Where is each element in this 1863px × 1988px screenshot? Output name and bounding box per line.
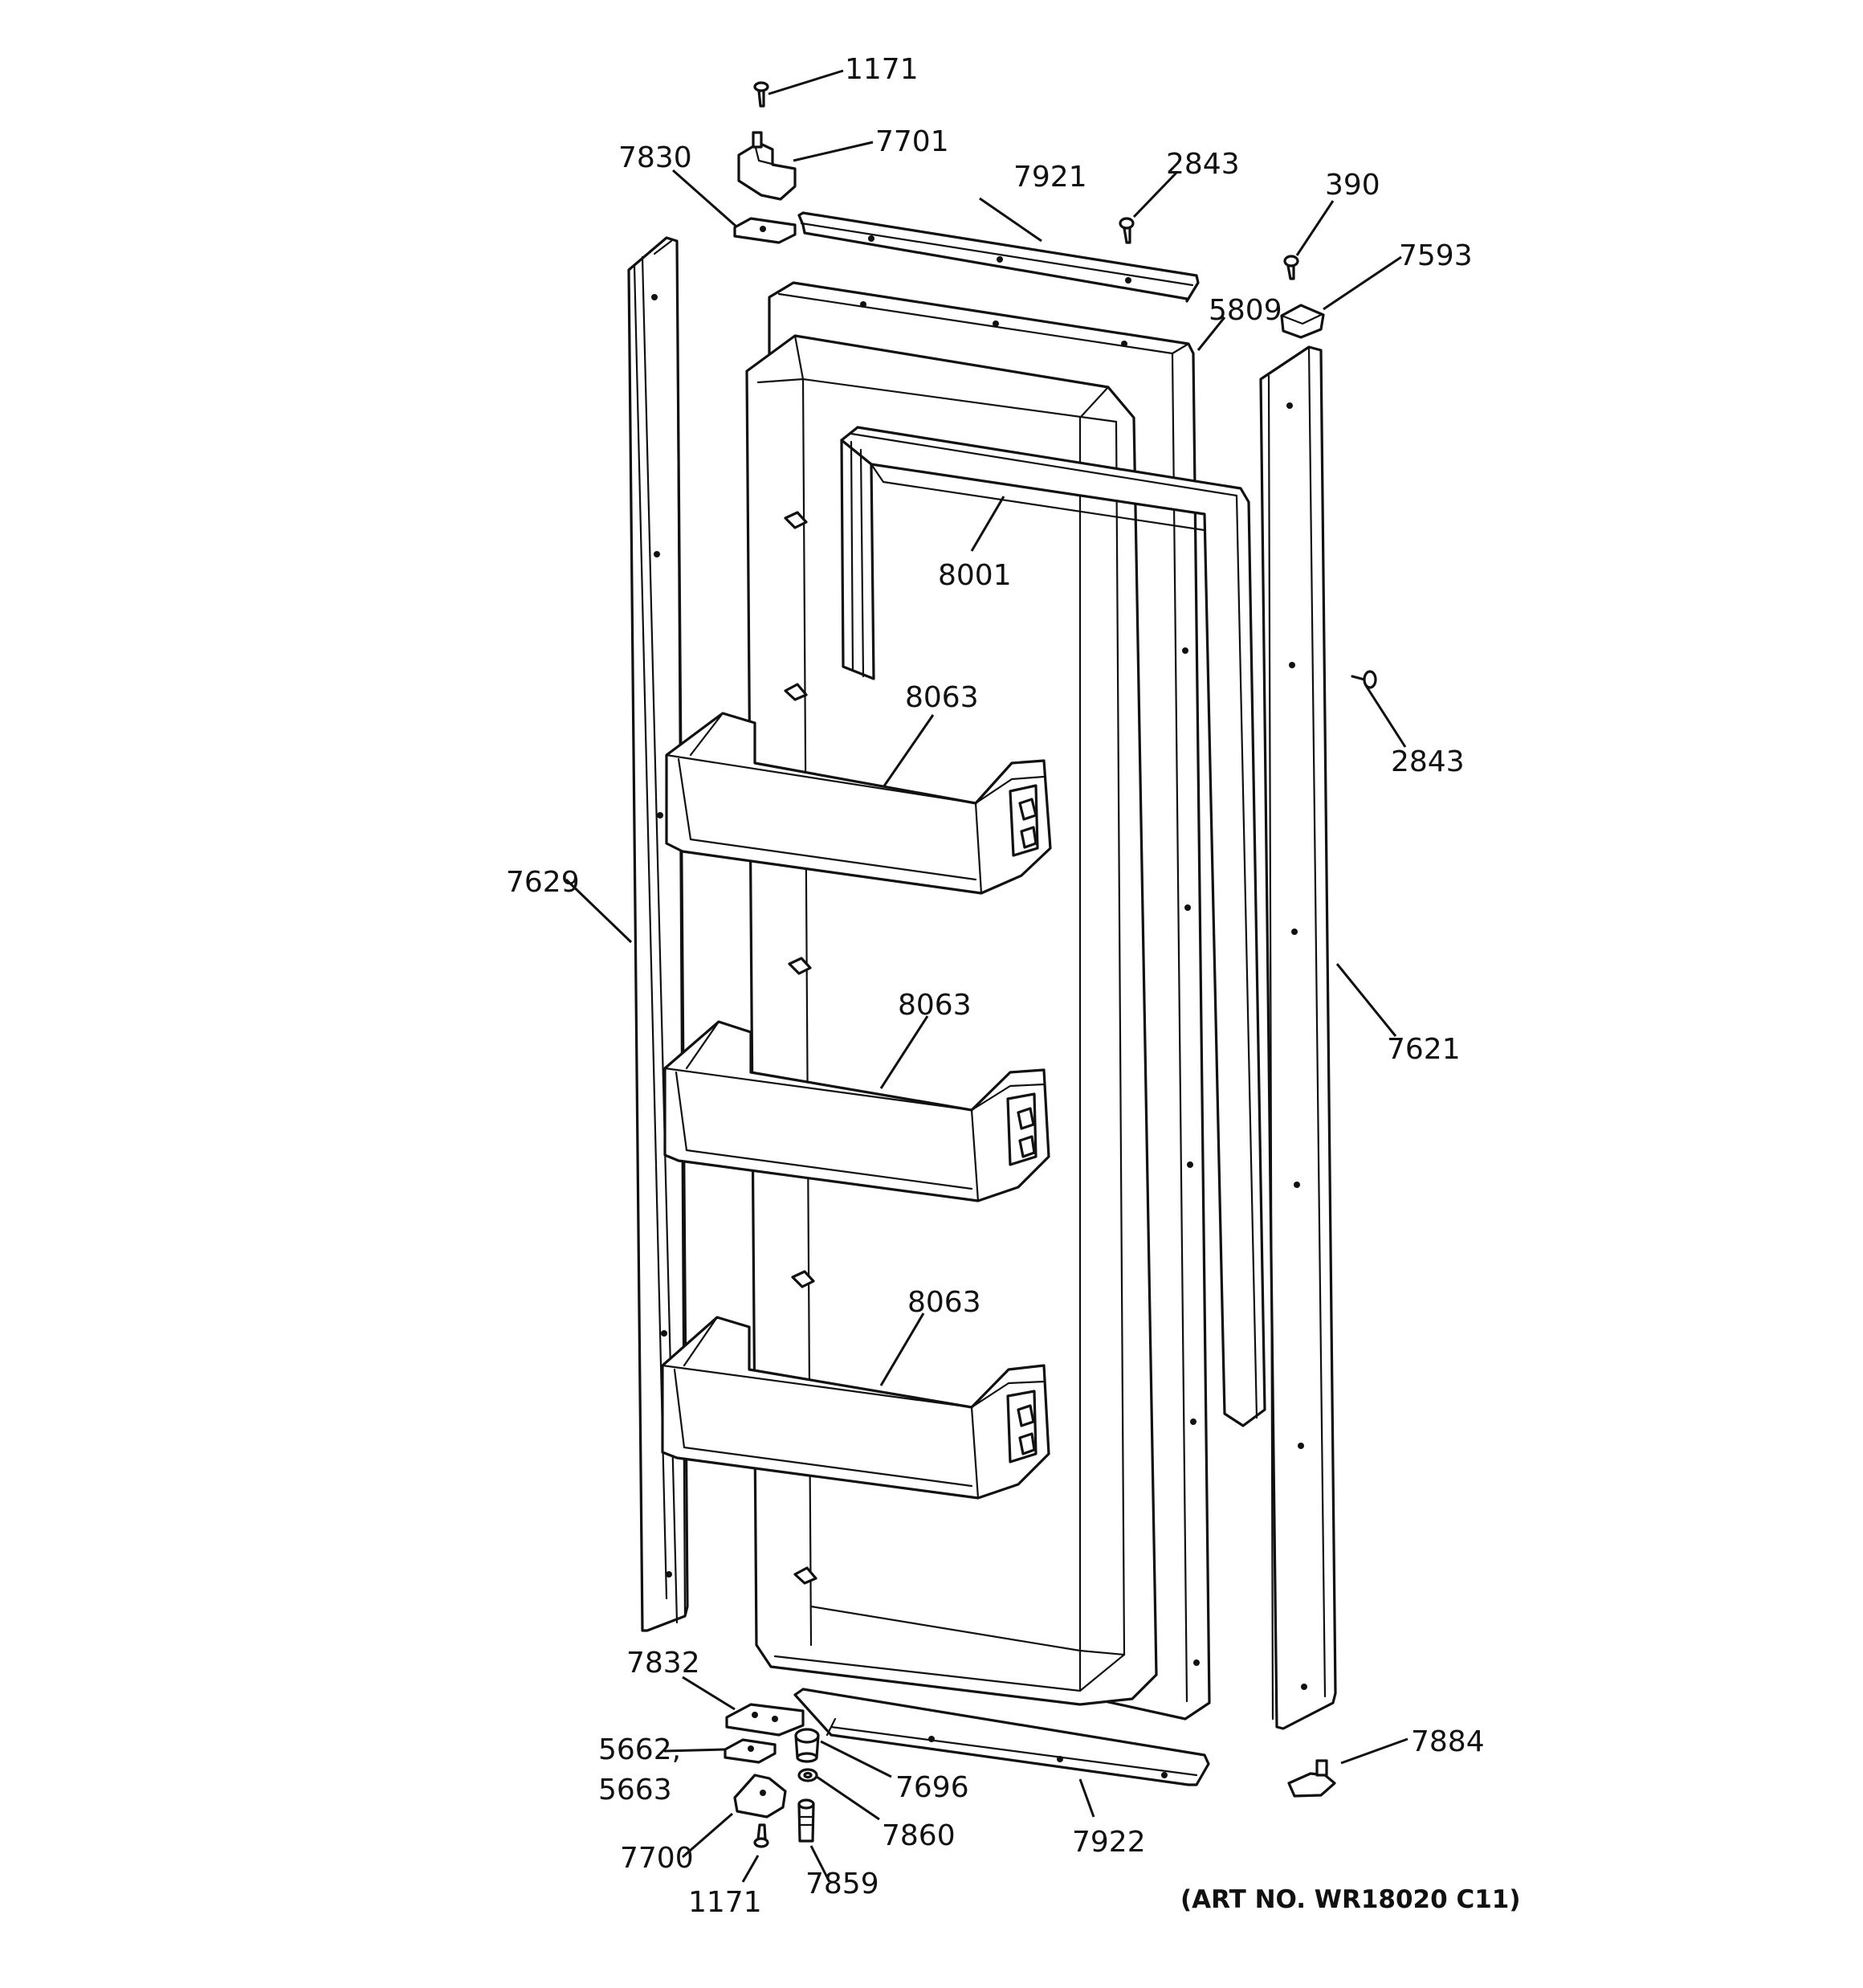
hinge-pin-7859 [797,1798,815,1843]
art-number: (ART NO. WR18020 C11) [1180,1885,1521,1914]
top-trim-7921 [797,211,1200,303]
shim-7830 [733,217,797,244]
plate-7832 [725,1703,805,1737]
label-7621: 7621 [1387,1033,1461,1066]
door-bin-8063-top [665,712,1052,895]
label-1171-bottom: 1171 [688,1886,762,1919]
washer-7860 [797,1768,818,1782]
screw-2843-top [1119,217,1135,244]
bushing-7696 [794,1728,820,1763]
label-7696: 7696 [895,1771,969,1804]
screw-1171-top [753,81,769,108]
cap-7884 [1287,1759,1336,1798]
label-390: 390 [1325,169,1380,202]
leader-lines [565,69,1408,1883]
door-bin-8063-middle [663,1020,1050,1202]
label-1171-top: 1171 [845,53,919,86]
label-8001: 8001 [938,559,1012,592]
screw-1171-bottom [753,1823,769,1848]
label-7832: 7832 [626,1647,700,1680]
label-7830: 7830 [618,141,692,174]
right-trim-strip-7621 [1259,345,1337,1730]
label-7593: 7593 [1399,239,1473,272]
label-5809: 5809 [1209,294,1282,327]
label-7700: 7700 [620,1842,694,1875]
part-labels: 1171 7701 7830 7921 2843 390 7593 5809 8… [506,53,1521,1919]
label-7701: 7701 [875,125,949,158]
label-7884: 7884 [1411,1725,1485,1758]
label-8063-top: 8063 [905,681,979,714]
label-5662: 5662, [598,1733,681,1766]
door-bin-8063-bottom [661,1316,1050,1500]
hinge-bracket-7700 [733,1774,787,1819]
label-7922: 7922 [1072,1826,1146,1859]
label-7921: 7921 [1013,161,1087,194]
screw-390 [1283,255,1299,280]
label-2843-top: 2843 [1166,148,1240,181]
bottom-trim-7922 [793,1688,1210,1786]
label-7859: 7859 [805,1868,879,1900]
door-gasket-8001 [840,426,1266,1427]
label-7860: 7860 [882,1819,956,1852]
shim-5662-5663 [724,1738,777,1764]
screw-2843-right [1351,670,1377,689]
hinge-7701 [737,131,797,201]
label-2843-right: 2843 [1391,745,1465,778]
cap-7593 [1280,304,1325,339]
label-5663: 5663 [598,1774,672,1806]
label-8063-bottom: 8063 [907,1286,981,1319]
label-7629: 7629 [506,866,580,899]
label-8063-middle: 8063 [898,989,972,1022]
